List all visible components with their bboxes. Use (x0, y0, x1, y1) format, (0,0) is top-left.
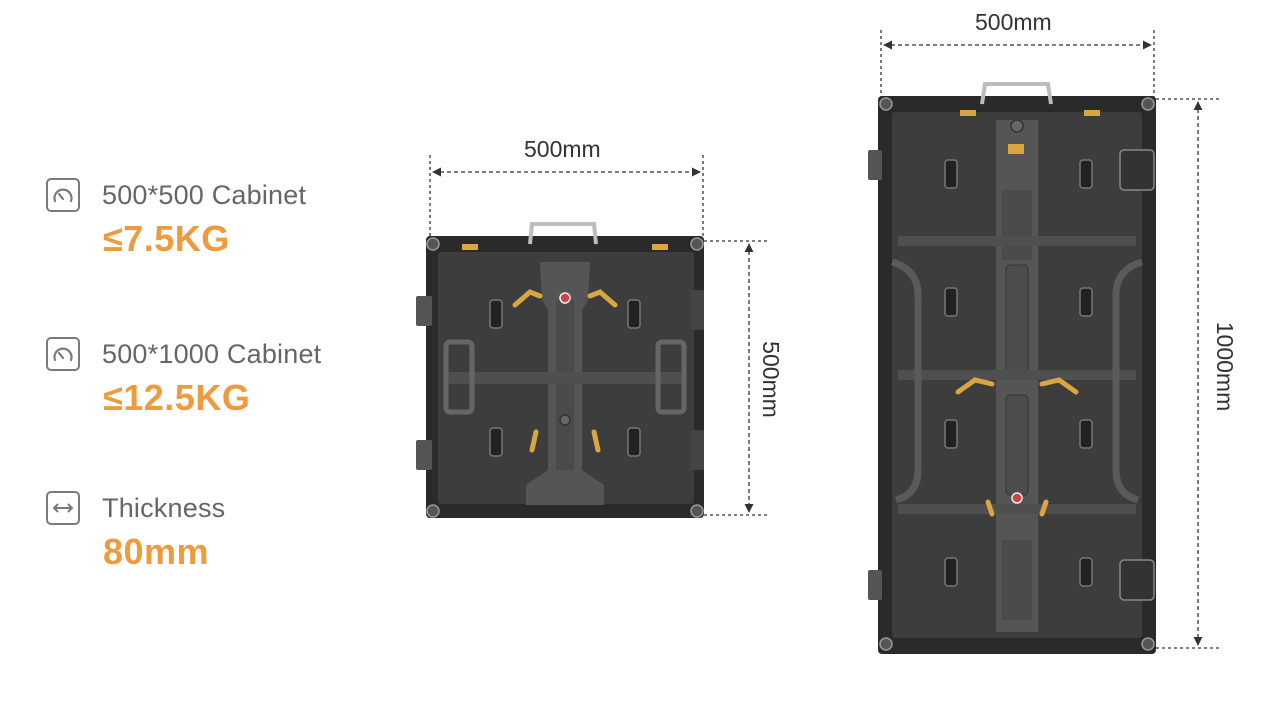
small-cabinet-back (416, 222, 704, 518)
width-arrows-icon (46, 491, 80, 525)
spec-thickness: Thickness 80mm (46, 491, 225, 573)
spec-label: Thickness (102, 492, 226, 523)
speedometer-icon (46, 178, 80, 212)
small-cabinet-width-label: 500mm (524, 136, 601, 162)
large-cabinet-dimension-lines (880, 30, 1222, 649)
spec-value: 80mm (103, 531, 210, 572)
spec-small-cabinet: 500*500 Cabinet ≤7.5KG (46, 178, 306, 260)
spec-value: ≤12.5KG (103, 377, 251, 418)
speedometer-icon (46, 337, 80, 371)
large-cabinet-width-label: 500mm (975, 9, 1052, 35)
large-cabinet-back (868, 82, 1156, 654)
spec-value: ≤7.5KG (103, 218, 230, 259)
spec-label: 500*500 Cabinet (102, 179, 307, 210)
spec-large-cabinet: 500*1000 Cabinet ≤12.5KG (46, 337, 321, 419)
spec-label: 500*1000 Cabinet (102, 338, 322, 369)
small-cabinet-dimension-lines (429, 155, 770, 516)
